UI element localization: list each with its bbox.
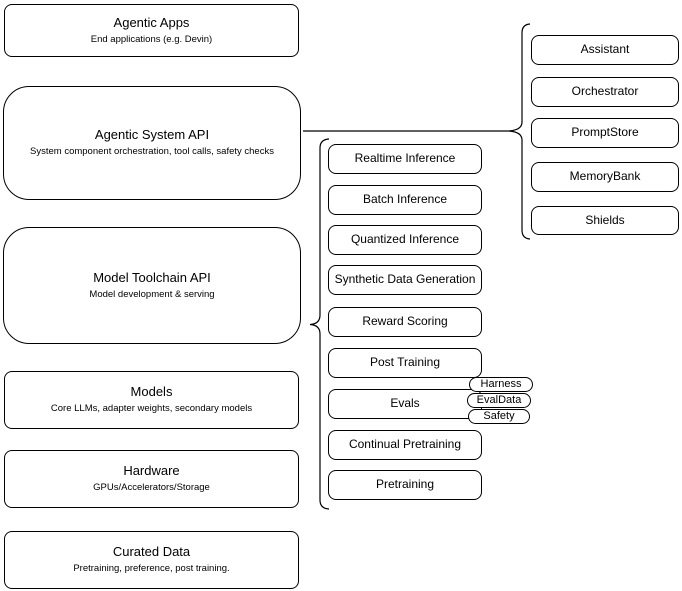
pill-safety: Safety — [468, 409, 530, 424]
node-subtitle: End applications (e.g. Devin) — [90, 33, 213, 45]
node-promptstore: PromptStore — [531, 118, 679, 148]
node-title: Models — [130, 384, 173, 400]
node-models: Models Core LLMs, adapter weights, secon… — [4, 371, 299, 429]
node-title: Model Toolchain API — [93, 269, 211, 285]
node-continual-pretraining: Continual Pretraining — [328, 430, 482, 460]
node-title: Hardware — [123, 463, 180, 479]
node-agentic-system-api: Agentic System API System component orch… — [3, 86, 301, 200]
node-curated-data: Curated Data Pretraining, preference, po… — [4, 531, 299, 589]
node-subtitle: System component orchestration, tool cal… — [30, 146, 274, 157]
pill-evaldata: EvalData — [467, 393, 531, 408]
node-title: Agentic System API — [94, 127, 210, 143]
node-assistant: Assistant — [531, 35, 679, 65]
node-agentic-apps: Agentic Apps End applications (e.g. Devi… — [4, 4, 299, 57]
node-evals: Evals — [328, 389, 482, 419]
node-subtitle: Model development & serving — [89, 288, 215, 300]
node-memorybank: MemoryBank — [531, 162, 679, 192]
pill-harness: Harness — [469, 377, 533, 392]
node-subtitle: Core LLMs, adapter weights, secondary mo… — [50, 403, 253, 414]
node-subtitle: GPUs/Accelerators/Storage — [93, 482, 210, 493]
node-realtime-inference: Realtime Inference — [328, 144, 482, 174]
node-subtitle: Pretraining, preference, post training. — [73, 563, 230, 574]
node-title: Curated Data — [112, 544, 191, 560]
node-model-toolchain-api: Model Toolchain API Model development & … — [3, 227, 301, 344]
node-hardware: Hardware GPUs/Accelerators/Storage — [4, 450, 299, 508]
toolchain-brace — [309, 138, 330, 510]
system-components-brace — [508, 23, 531, 240]
node-post-training: Post Training — [328, 348, 482, 378]
node-title: Agentic Apps — [113, 14, 190, 30]
node-quantized-inference: Quantized Inference — [328, 225, 482, 255]
node-shields: Shields — [531, 206, 679, 235]
node-synthetic-data-generation: Synthetic Data Generation — [328, 265, 482, 295]
node-reward-scoring: Reward Scoring — [328, 307, 482, 337]
node-pretraining: Pretraining — [328, 470, 482, 500]
node-batch-inference: Batch Inference — [328, 185, 482, 215]
node-orchestrator: Orchestrator — [531, 77, 679, 107]
